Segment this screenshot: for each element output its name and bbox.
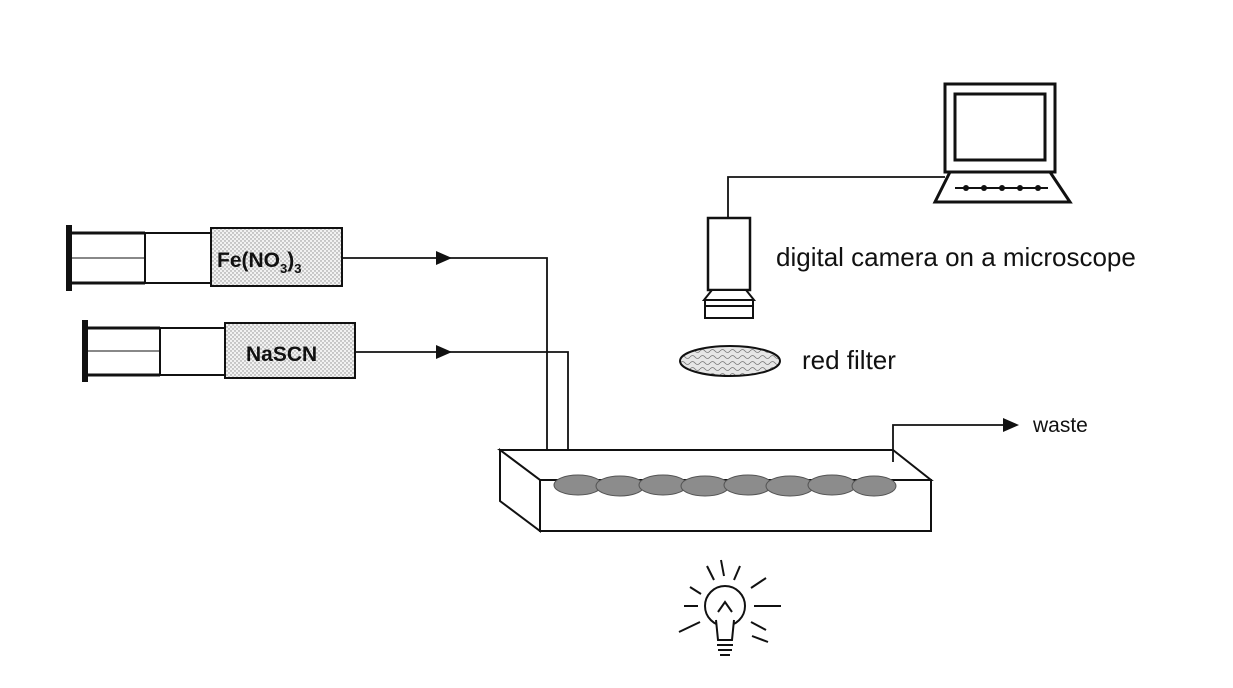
- syringe-plunger: [159, 327, 226, 376]
- arrow-icon: [436, 251, 452, 265]
- waste-label: waste: [1032, 414, 1088, 437]
- syringe-nascn: NaSCN: [82, 320, 356, 382]
- waste-tube: [892, 424, 1005, 462]
- reagent-fe-label: Fe(NO3)3: [217, 249, 301, 276]
- filter-label: red filter: [802, 345, 896, 375]
- reagent-nascn-label: NaSCN: [246, 343, 317, 366]
- arrow-icon: [436, 345, 452, 359]
- syringe-plunger: [144, 232, 212, 284]
- filter-icon: [679, 345, 781, 377]
- arrow-icon: [1003, 418, 1019, 432]
- syringe-barrel: [210, 227, 343, 287]
- syringe-plunger-end: [66, 225, 72, 291]
- syringe-plunger-end: [82, 320, 88, 382]
- camera-icon: [701, 216, 757, 319]
- camera-cable: [727, 176, 945, 218]
- tubing: [342, 257, 569, 470]
- syringe-barrel: [224, 322, 356, 379]
- syringe-fe-no3: Fe(NO3)3: [66, 225, 343, 291]
- computer-icon: [932, 82, 1073, 204]
- precipitate-pattern: [553, 474, 897, 497]
- camera-label: digital camera on a microscope: [776, 242, 1136, 272]
- light-bulb-icon: [678, 559, 781, 656]
- reaction-channel: [497, 448, 934, 533]
